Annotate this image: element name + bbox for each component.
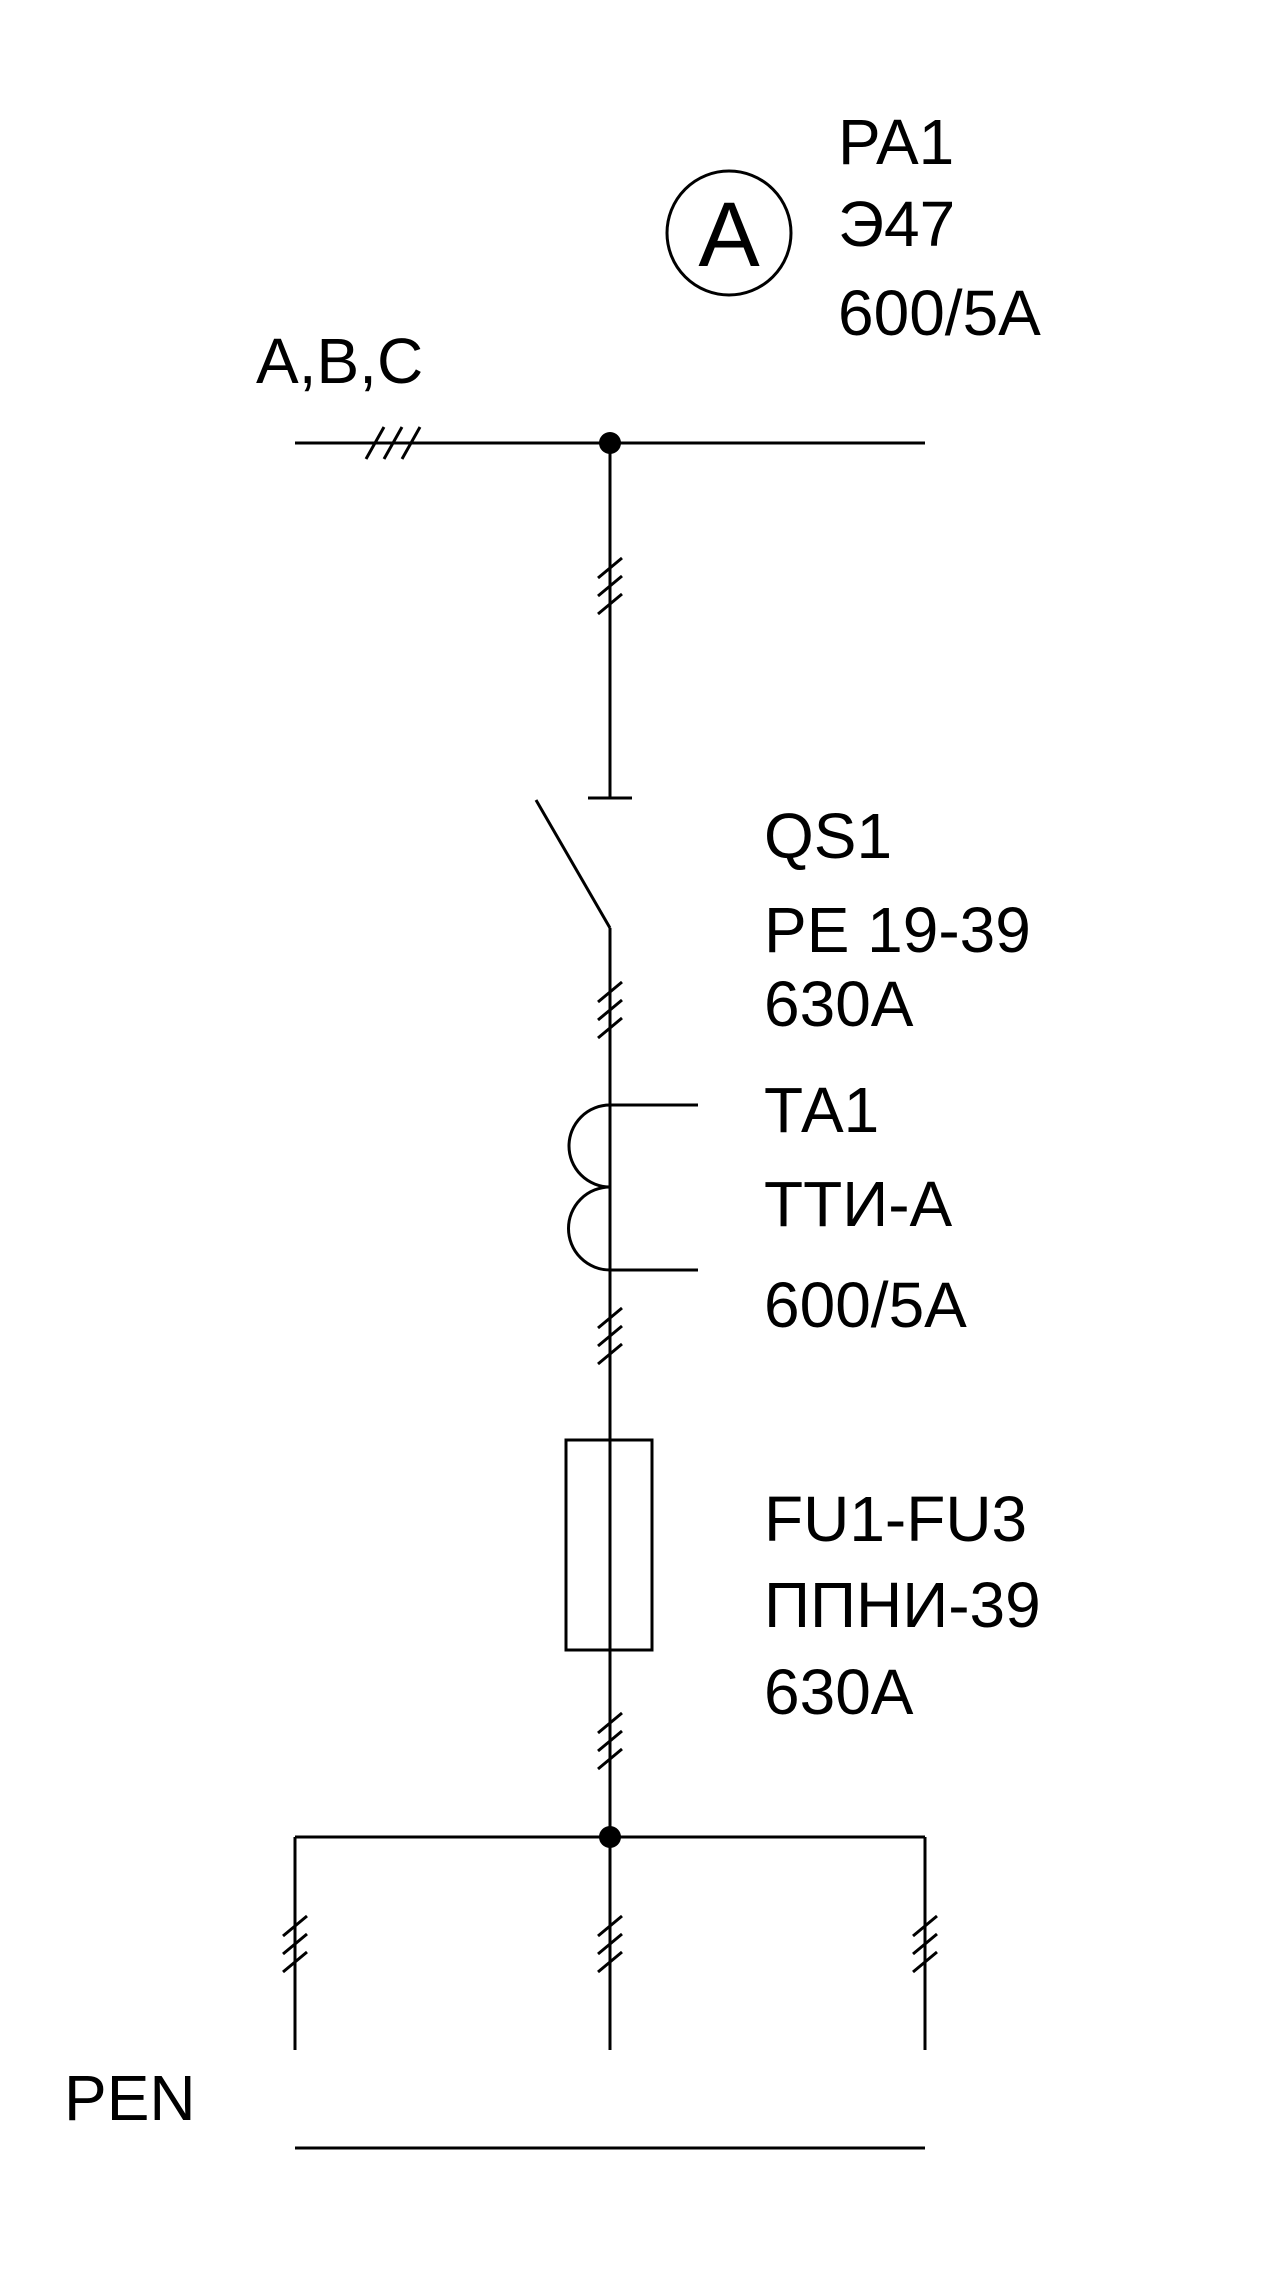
ammeter-label-line-1: PA1: [838, 106, 954, 178]
switch-label-line-1: QS1: [764, 800, 892, 872]
feeder-three-phase-mark-2: [597, 980, 623, 1040]
switch-label-line-3: 630А: [764, 968, 914, 1040]
phases-label: A,B,C: [256, 325, 423, 397]
ct-label-line-3: 600/5А: [764, 1269, 967, 1341]
current-transformer-coil: [567, 1103, 611, 1272]
switch-label-line-2: РЕ 19-39: [764, 894, 1031, 966]
ammeter-symbol-letter: A: [698, 184, 760, 286]
fuse-label-line-3: 630А: [764, 1656, 914, 1728]
switch-blade: [534, 799, 612, 929]
feeder-three-phase-mark-4: [597, 1711, 623, 1771]
outgoing-three-phase-mark-right: [912, 1914, 938, 1974]
feeder-three-phase-mark-1: [597, 556, 623, 616]
ammeter-symbol-circle: [665, 169, 793, 297]
feeder-three-phase-mark-3: [597, 1306, 623, 1366]
ammeter-label-line-3: 600/5А: [838, 277, 1041, 349]
bus-three-phase-mark: [364, 426, 422, 460]
ct-label-line-1: ТА1: [764, 1074, 879, 1146]
outgoing-three-phase-mark-left: [282, 1914, 308, 1974]
ct-label-line-2: ТТИ-А: [764, 1168, 953, 1240]
fuse-body: [564, 1438, 654, 1652]
outgoing-three-phase-mark-center: [597, 1914, 623, 1974]
fuse-label-line-2: ППНИ-39: [764, 1569, 1041, 1641]
ammeter-label-line-2: Э47: [838, 188, 955, 260]
pen-label: PEN: [64, 2062, 196, 2134]
fuse-label-line-1: FU1-FU3: [764, 1483, 1027, 1555]
